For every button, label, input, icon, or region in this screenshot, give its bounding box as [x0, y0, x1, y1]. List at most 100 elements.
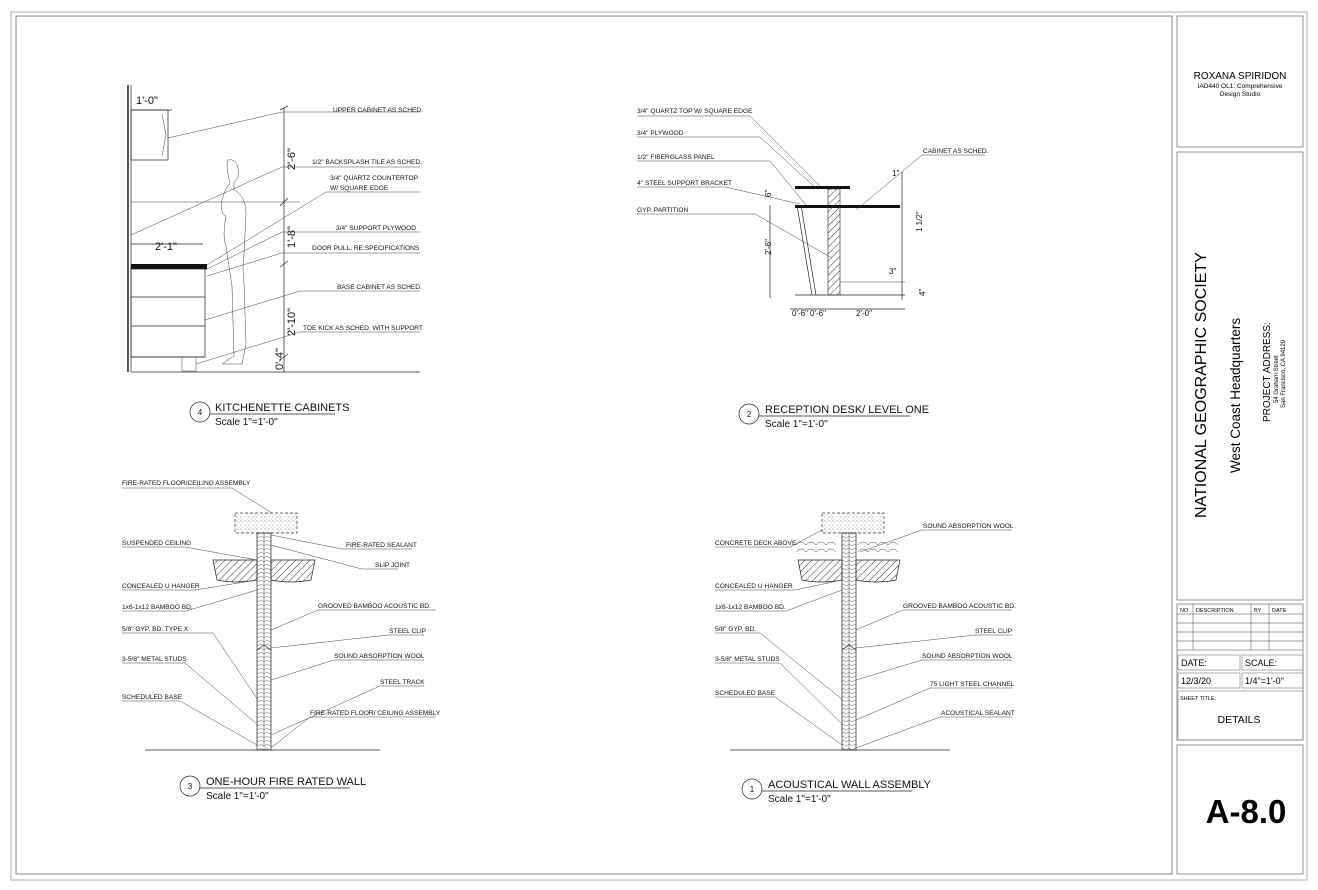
svg-text:1: 1: [750, 785, 755, 794]
svg-text:1x6-1x12 BAMBOO BD.: 1x6-1x12 BAMBOO BD.: [122, 604, 193, 611]
svg-text:STEEL TRACK: STEEL TRACK: [380, 679, 425, 686]
reception-detail-title: RECEPTION DESK/ LEVEL ONE: [765, 404, 929, 416]
svg-text:3/4" PLYWOOD: 3/4" PLYWOOD: [637, 130, 684, 137]
svg-text:75 LIGHT STEEL CHANNEL: 75 LIGHT STEEL CHANNEL: [930, 681, 1015, 688]
svg-text:Scale 1"=1'-0": Scale 1"=1'-0": [768, 794, 831, 805]
svg-text:NO.: NO.: [1180, 608, 1190, 614]
kitchen-label-toe-kick: TOE KICK AS SCHED. WITH SUPPORT: [303, 325, 423, 332]
svg-text:0'-6": 0'-6": [792, 309, 808, 318]
countertop: [131, 264, 207, 269]
kitchen-detail-number: 4: [198, 408, 203, 417]
base-cabinet: [130, 268, 206, 358]
svg-text:SUSPENDED CEILING: SUSPENDED CEILING: [122, 540, 191, 547]
svg-text:Scale 1"=1'-0": Scale 1"=1'-0": [206, 791, 269, 802]
svg-text:CABINET AS SCHED.: CABINET AS SCHED.: [923, 148, 989, 155]
client-name: NATIONAL GEOGRAPHIC SOCIETY: [1193, 252, 1210, 518]
svg-text:STEEL CLIP: STEEL CLIP: [389, 628, 427, 635]
date-value: 12/3/20: [1181, 676, 1211, 686]
svg-text:SOUND ABSORPTION WOOL: SOUND ABSORPTION WOOL: [923, 523, 1014, 530]
svg-text:IAD440 OL1: Comprehensive: IAD440 OL1: Comprehensive: [1198, 83, 1283, 90]
svg-text:1": 1": [892, 169, 899, 178]
svg-text:1x6-1x12 BAMBOO BD.: 1x6-1x12 BAMBOO BD.: [715, 604, 786, 611]
svg-text:3-5/8" METAL STUDS: 3-5/8" METAL STUDS: [715, 656, 780, 663]
project-address-label: PROJECT ADDRESS:: [1262, 322, 1273, 422]
svg-text:FIRE-RATED FLOOR/CEILING ASSEM: FIRE-RATED FLOOR/CEILING ASSEMBLY: [122, 480, 251, 487]
svg-text:0'-6": 0'-6": [810, 309, 826, 318]
scale-value: 1/4"=1'-0": [1245, 676, 1284, 686]
svg-text:2'-0": 2'-0": [856, 309, 872, 318]
kitchen-label-square-edge: W/ SQUARE EDGE: [330, 185, 389, 192]
upper-cabinet: [130, 109, 169, 161]
svg-text:San Francisco, CA 94129: San Francisco, CA 94129: [1281, 339, 1287, 408]
svg-text:FIRE-RATED SEALANT: FIRE-RATED SEALANT: [346, 542, 417, 549]
svg-text:CONCEALED U HANGER: CONCEALED U HANGER: [122, 583, 200, 590]
svg-text:SOUND ABSORPTION WOOL: SOUND ABSORPTION WOOL: [334, 653, 425, 660]
detail-acoustical-wall: CONCRETE DECK ABOVE CONCEALED U HANGER 1…: [715, 512, 1016, 805]
svg-text:3": 3": [889, 267, 896, 276]
kitchen-dim-base-height: 2'-10": [286, 308, 298, 336]
title-block: NO. DESCRIPTION BY DATE DATE: SCALE: 12/…: [1176, 15, 1304, 875]
svg-text:DESCRIPTION: DESCRIPTION: [1196, 608, 1234, 614]
svg-text:3/4" QUARTZ TOP W/ SQUARE EDGE: 3/4" QUARTZ TOP W/ SQUARE EDGE: [637, 108, 753, 115]
svg-text:FIRE-RATED FLOOR/ CEILING ASSE: FIRE-RATED FLOOR/ CEILING ASSEMBLY: [310, 710, 441, 717]
svg-text:SCHEDULED BASE: SCHEDULED BASE: [122, 694, 183, 701]
detail-fire-rated-wall: FIRE-RATED FLOOR/CEILING ASSEMBLY SUSPEN…: [122, 480, 441, 802]
project-name: West Coast Headquarters: [1228, 318, 1243, 473]
kitchen-detail-title: KITCHENETTE CABINETS: [215, 402, 349, 414]
svg-text:ACOUSTICAL SEALANT: ACOUSTICAL SEALANT: [941, 710, 1015, 717]
kitchen-dim-backsplash: 1'-8": [286, 226, 298, 248]
detail-reception-desk: 2'-6" 6" 1" 1 1/2" 3" 4" 0'-6" 0'-6" 2'-…: [637, 108, 989, 430]
gyp-partition: [827, 188, 841, 296]
svg-text:CONCRETE DECK ABOVE: CONCRETE DECK ABOVE: [715, 540, 797, 547]
svg-text:1 1/2": 1 1/2": [915, 211, 924, 232]
kitchen-dim-upper-depth: 1'-0": [136, 95, 158, 107]
sheet-number: A-8.0: [1206, 793, 1287, 830]
svg-text:54 Graham Street: 54 Graham Street: [1274, 355, 1280, 403]
svg-text:DATE: DATE: [1272, 608, 1287, 614]
kitchen-dim-base-depth: 2'-1": [155, 241, 177, 253]
kitchen-label-backsplash: 1/2" BACKSPLASH TILE AS SCHED.: [312, 159, 422, 166]
svg-text:Scale 1"=1'-0": Scale 1"=1'-0": [765, 419, 828, 430]
svg-text:6": 6": [764, 190, 773, 197]
svg-text:GROOVED BAMBOO ACOUSTIC BD.: GROOVED BAMBOO ACOUSTIC BD.: [903, 603, 1016, 610]
svg-text:SLIP JOINT: SLIP JOINT: [375, 562, 410, 569]
svg-text:2: 2: [747, 410, 752, 419]
scale-label: SCALE:: [1245, 658, 1277, 668]
svg-text:GYP. PARTITION: GYP. PARTITION: [637, 207, 689, 214]
svg-text:SHEET TITLE:: SHEET TITLE:: [1180, 696, 1217, 702]
svg-text:4" STEEL SUPPORT BRACKET: 4" STEEL SUPPORT BRACKET: [637, 180, 732, 187]
designer-name: ROXANA SPIRIDON: [1194, 71, 1287, 82]
svg-text:Design Studio: Design Studio: [1220, 91, 1261, 98]
svg-text:3: 3: [188, 782, 193, 791]
svg-text:STEEL CLIP: STEEL CLIP: [975, 628, 1013, 635]
kitchen-dim-upper-height: 2'-6": [286, 148, 298, 170]
detail-kitchenette: 1'-0" 2'-1" 2'-6" 1'-8" 2'-10" 0'-4": [127, 85, 423, 428]
svg-text:GROOVED BAMBOO ACOUSTIC BD.: GROOVED BAMBOO ACOUSTIC BD.: [318, 603, 431, 610]
kitchen-detail-scale: Scale 1"=1'-0": [215, 417, 278, 428]
kitchen-label-countertop: 3/4" QUARTZ COUNTERTOP: [330, 175, 419, 182]
svg-text:SOUND ABSORPTION WOOL: SOUND ABSORPTION WOOL: [922, 653, 1013, 660]
sheet-border-outer: [10, 11, 1308, 881]
svg-text:3-5/8" METAL STUDS: 3-5/8" METAL STUDS: [122, 656, 187, 663]
svg-text:4": 4": [918, 289, 927, 296]
kitchen-label-plywood: 3/4" SUPPORT PLYWOOD: [336, 225, 416, 232]
svg-text:SCHEDULED BASE: SCHEDULED BASE: [715, 690, 776, 697]
kitchen-label-door-pull: DOOR PULL, RE:SPECIFICATIONS: [312, 245, 420, 252]
acoustic-detail-title: ACOUSTICAL WALL ASSEMBLY: [768, 779, 932, 791]
kitchen-label-upper-cabinet: UPPER CABINET AS SCHED.: [333, 107, 423, 114]
human-scale-figure: [221, 159, 247, 365]
reception-dim-height: 2'-6": [764, 239, 773, 255]
date-label: DATE:: [1181, 658, 1207, 668]
svg-text:5/8" GYP. BD.: 5/8" GYP. BD.: [715, 626, 756, 633]
svg-text:1/2" FIBERGLASS PANEL: 1/2" FIBERGLASS PANEL: [637, 154, 715, 161]
detail-number-bubble: [189, 401, 211, 423]
kitchen-dim-toekick: 0'-4": [274, 348, 286, 370]
fire-wall-detail-title: ONE-HOUR FIRE RATED WALL: [206, 776, 366, 788]
sheet-title: DETAILS: [1218, 714, 1261, 726]
svg-text:BY: BY: [1254, 608, 1262, 614]
svg-text:5/8" GYP. BD. TYPE X: 5/8" GYP. BD. TYPE X: [122, 626, 189, 633]
kitchen-label-base-cabinet: BASE CABINET AS SCHED.: [337, 284, 422, 291]
drawing-area-border: [15, 15, 1173, 875]
svg-text:CONCEALED U HANGER: CONCEALED U HANGER: [715, 583, 793, 590]
